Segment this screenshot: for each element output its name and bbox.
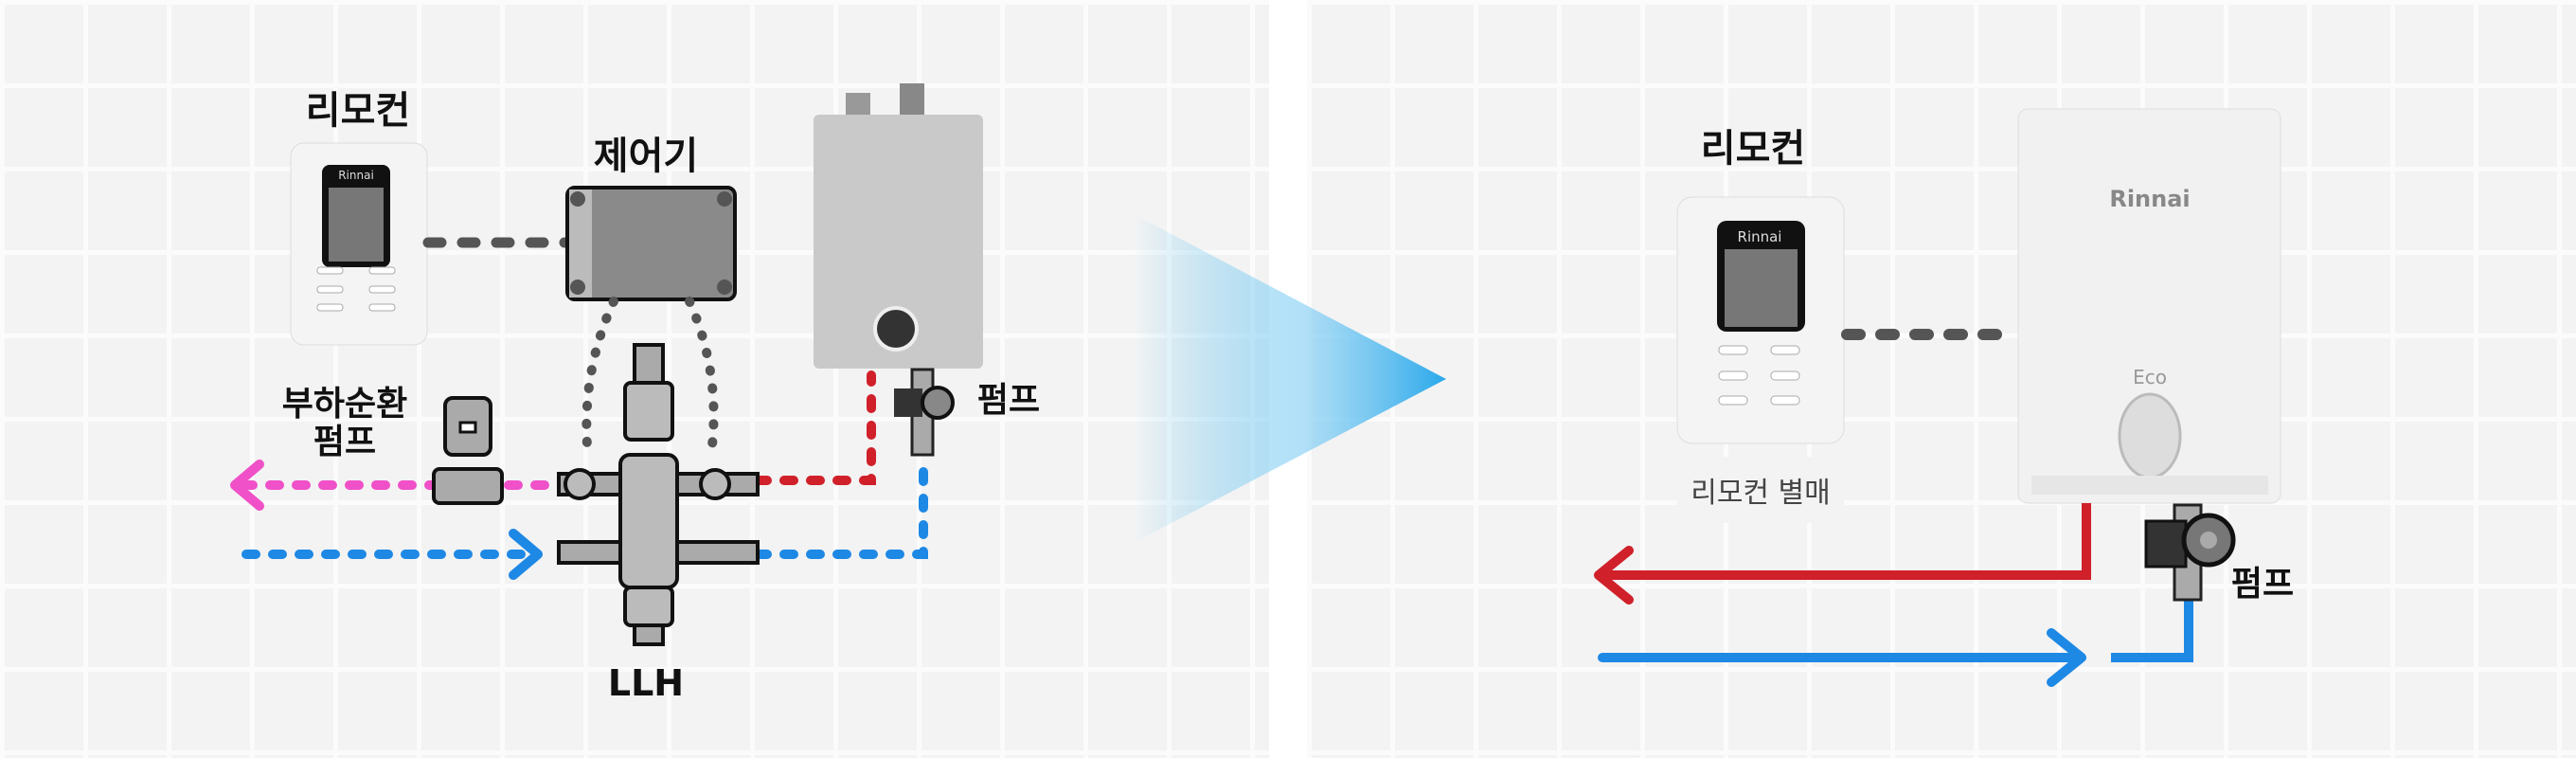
llh-label: LLH (608, 662, 684, 704)
load-pump-label: 부하순환 (282, 385, 407, 424)
return-to-pump-line (2111, 592, 2193, 662)
load-pump-label-2: 펌프 (313, 423, 376, 461)
remote-brand: Rinnai (338, 169, 374, 182)
remote-note-box (1677, 457, 1844, 523)
remote-controller-after: Rinnai (1676, 196, 1845, 444)
boiler-eco-logo: Eco (2133, 366, 2167, 388)
arrow-right-icon (509, 529, 543, 580)
arrow-left-icon-after (1594, 546, 1634, 605)
boiler-after: Rinnai Eco (2017, 108, 2281, 504)
pump-label-after: 펌프 (2231, 565, 2294, 604)
hot-supply-line-after (1605, 503, 2091, 580)
remote-label-after: 리모컨 (1701, 127, 1805, 171)
after-panel (1307, 0, 2576, 758)
hot-supply-line (753, 370, 876, 485)
load-pump (432, 396, 504, 505)
controller-label: 제어기 (594, 135, 698, 178)
remote-brand-after: Rinnai (1738, 228, 1782, 245)
pump-before (894, 368, 955, 457)
arrow-right-icon-after (2047, 628, 2086, 687)
arrow-left-icon (230, 460, 264, 511)
low-loss-header (557, 343, 760, 646)
remote-note: 리모컨 별매 (1690, 477, 1831, 510)
return-line (753, 463, 928, 559)
boiler-brand: Rinnai (2109, 186, 2190, 212)
controller (565, 186, 737, 301)
pump-after (2144, 503, 2236, 602)
pump-label: 펌프 (977, 381, 1040, 420)
remote-controller: Rinnai (290, 142, 428, 346)
transition-arrow-icon (1134, 214, 1446, 543)
boiler-before (814, 83, 983, 369)
remote-label: 리모컨 (306, 89, 410, 133)
